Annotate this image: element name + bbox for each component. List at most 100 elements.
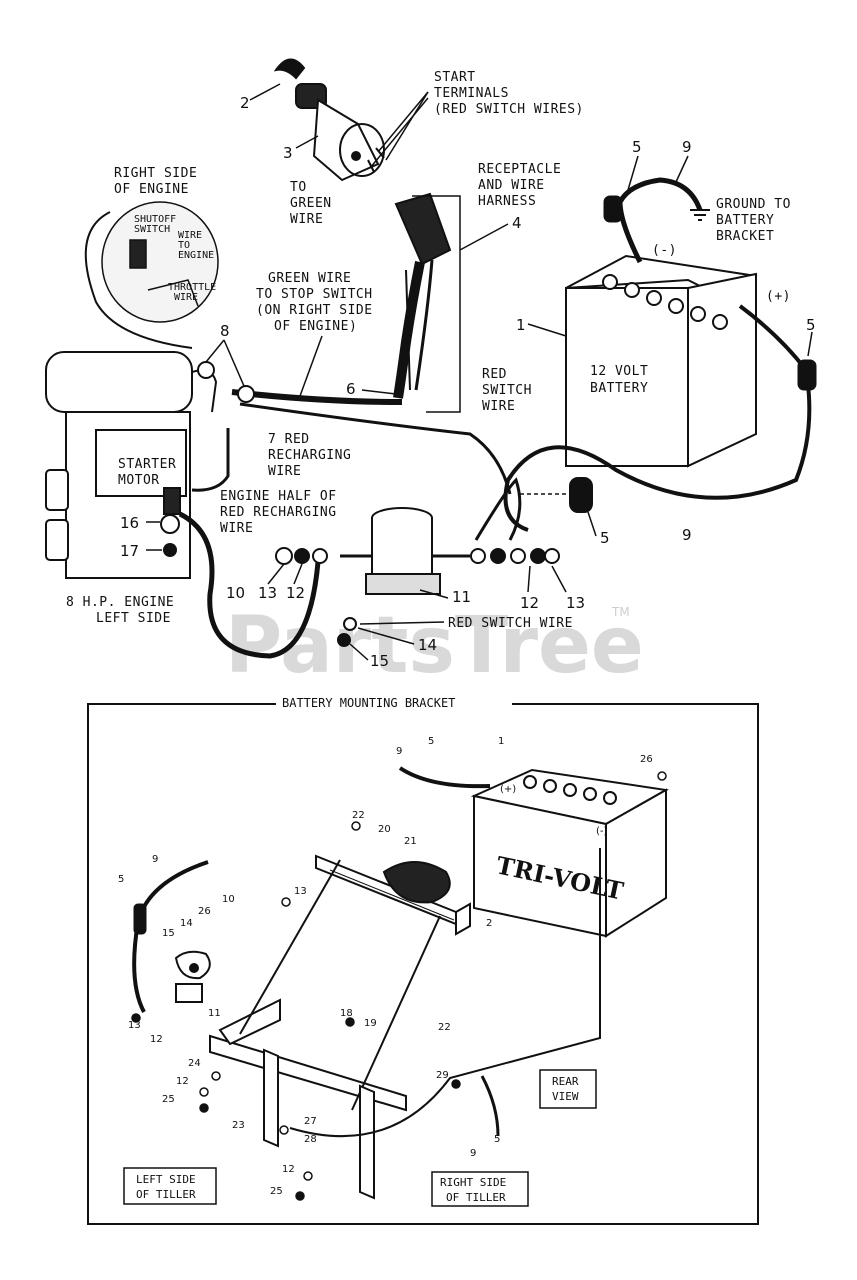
label-minus: (-)	[652, 243, 677, 258]
engine-switch-inset	[84, 201, 219, 349]
battery-bottom	[470, 768, 670, 938]
b-callout-12a: 12	[150, 1034, 163, 1045]
engine-wires	[178, 361, 512, 659]
callout-16: 16	[120, 514, 139, 532]
label-wire: WIRE	[290, 212, 323, 227]
callout-10: 10	[226, 584, 245, 602]
callout-2: 2	[240, 94, 250, 112]
bottom-hardware	[131, 771, 667, 1201]
bottom-plus: (+)	[500, 784, 516, 795]
watermark: PartsTree	[225, 601, 644, 691]
inset-switch: SWITCH	[134, 224, 170, 235]
b-callout-9c: 9	[470, 1148, 476, 1159]
left-side-box	[123, 1167, 217, 1205]
bracket	[209, 854, 471, 1200]
inset-wire: WIRE	[178, 230, 202, 241]
label-and-wire: AND WIRE	[478, 178, 545, 193]
label-ground-battery: BATTERY	[716, 213, 774, 228]
callout-14: 14	[418, 636, 437, 654]
inset-engine: ENGINE	[178, 250, 214, 261]
label-to-stop: TO STOP SWITCH	[256, 287, 373, 302]
b-callout-25b: 25	[270, 1186, 283, 1197]
b-callout-26a: 26	[640, 754, 653, 765]
b-callout-23: 23	[232, 1120, 245, 1131]
b-callout-5a: 5	[428, 736, 434, 747]
label-ground-bracket: BRACKET	[716, 229, 774, 244]
b-callout-22b: 22	[438, 1022, 451, 1033]
b-callout-2: 2	[486, 918, 492, 929]
ground-cable	[603, 177, 710, 264]
watermark-tm: TM	[611, 605, 630, 619]
label-terminals: TERMINALS	[434, 86, 509, 101]
b-callout-29: 29	[436, 1070, 449, 1081]
b-callout-12c: 12	[282, 1164, 295, 1175]
callout-5-mid: 5	[600, 529, 610, 547]
inset-to: TO	[178, 240, 190, 251]
inset-shutoff: SHUTOFF	[134, 214, 176, 225]
b-callout-9b: 9	[152, 854, 158, 865]
callout-15: 15	[370, 652, 389, 670]
callout-9-top: 9	[682, 138, 692, 156]
positive-cable	[503, 304, 817, 532]
label-7-red: 7 RED	[268, 432, 310, 447]
callout-13-left: 13	[258, 584, 277, 602]
bracket-title: BATTERY MOUNTING BRACKET	[282, 696, 455, 710]
b-callout-19: 19	[364, 1018, 377, 1029]
b-callout-12b: 12	[176, 1076, 189, 1087]
callout-5-right: 5	[806, 316, 816, 334]
b-callout-21: 21	[404, 836, 417, 847]
label-wire-7: WIRE	[268, 464, 301, 479]
b-callout-13a: 13	[294, 886, 307, 897]
battery-12v: 12 VOLT	[590, 364, 648, 379]
label-wire-red: WIRE	[482, 399, 515, 414]
label-right-side: RIGHT SIDE	[114, 166, 197, 181]
battery-top	[565, 254, 758, 468]
rear-view-2: VIEW	[552, 1090, 579, 1103]
inset-throttle: THROTTLE	[168, 282, 216, 293]
left-side-2: OF TILLER	[136, 1188, 196, 1201]
b-callout-22a: 22	[352, 810, 365, 821]
label-harness: HARNESS	[478, 194, 536, 209]
receptacle-harness	[393, 192, 452, 399]
label-red-switch-wire-lower: RED SWITCH WIRE	[448, 616, 573, 631]
left-side-1: LEFT SIDE	[136, 1173, 196, 1186]
right-side-2: OF TILLER	[446, 1191, 506, 1204]
callout-9-right: 9	[682, 526, 692, 544]
b-callout-9a: 9	[396, 746, 402, 757]
label-wire-half: WIRE	[220, 521, 253, 536]
callout-13-right: 13	[566, 594, 585, 612]
callout-5-top: 5	[632, 138, 642, 156]
bottom-cable-left	[132, 766, 491, 1013]
b-callout-18: 18	[340, 1008, 353, 1019]
callout-1: 1	[516, 316, 526, 334]
bracket-title-bg	[276, 694, 512, 712]
b-callout-5b: 5	[118, 874, 124, 885]
label-plus: (+)	[766, 289, 791, 304]
label-to: TO	[290, 180, 307, 195]
bottom-minus: (-)	[596, 826, 608, 837]
callout-6: 6	[346, 380, 356, 398]
label-green: GREEN	[290, 196, 332, 211]
b-callout-5c: 5	[494, 1134, 500, 1145]
label-recharging: RECHARGING	[268, 448, 351, 463]
b-callout-13b: 13	[128, 1020, 141, 1031]
label-of-engine-2: OF ENGINE)	[274, 319, 357, 334]
callout-12-left: 12	[286, 584, 305, 602]
b-callout-20: 20	[378, 824, 391, 835]
label-switch: SWITCH	[482, 383, 532, 398]
right-side-1: RIGHT SIDE	[440, 1176, 506, 1189]
b-callout-25a: 25	[162, 1094, 175, 1105]
label-ground-to: GROUND TO	[716, 197, 791, 212]
b-callout-15: 15	[162, 928, 175, 939]
label-start: START	[434, 70, 476, 85]
solenoid	[340, 507, 470, 595]
starter-label-2: MOTOR	[118, 473, 160, 488]
b-callout-11: 11	[208, 1008, 221, 1019]
b-callout-28: 28	[304, 1134, 317, 1145]
label-on-right: (ON RIGHT SIDE	[256, 303, 373, 318]
b-callout-1: 1	[498, 736, 504, 747]
callout-11: 11	[452, 588, 471, 606]
callout-17: 17	[120, 542, 139, 560]
b-callout-26b: 26	[198, 906, 211, 917]
